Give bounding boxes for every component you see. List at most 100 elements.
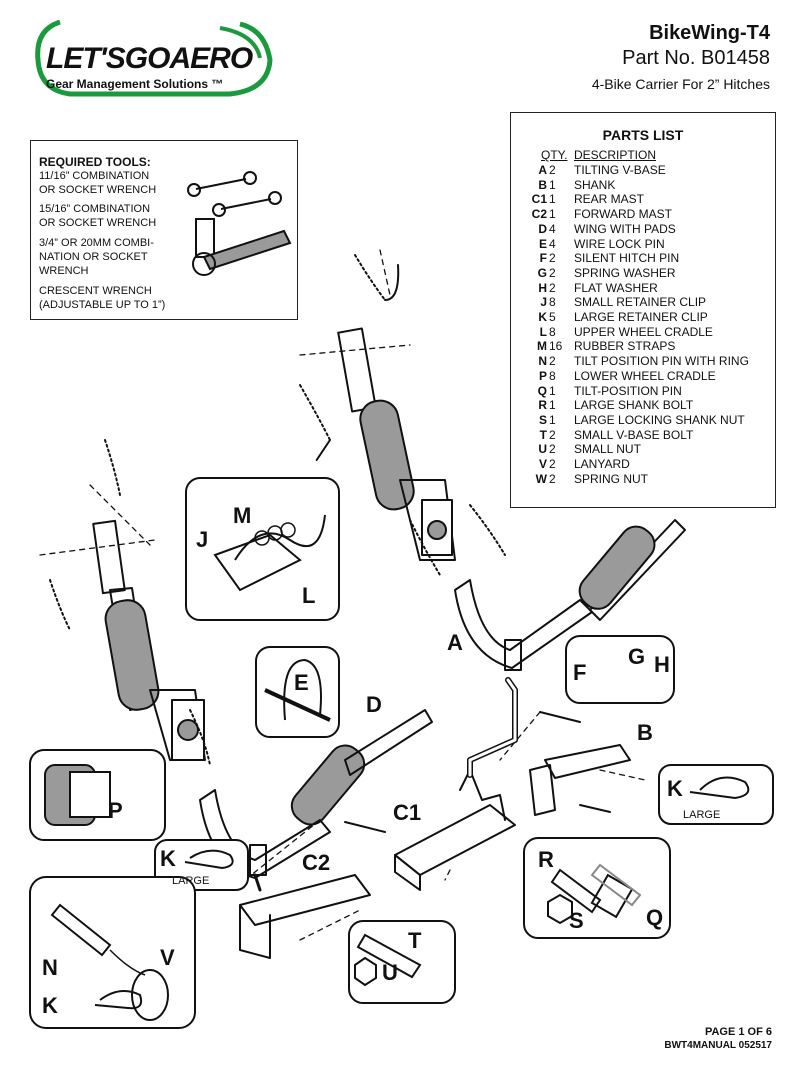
part-qty: 1 xyxy=(549,192,556,207)
part-description: REAR MAST xyxy=(574,192,645,207)
callout-N: N xyxy=(42,955,58,980)
part-letter: C1 xyxy=(531,192,547,207)
callout-A: A xyxy=(447,630,463,655)
callout-G: G xyxy=(628,644,645,669)
part-description: UPPER WHEEL CRADLE xyxy=(574,324,713,339)
callout-K-right: K xyxy=(667,776,683,801)
part-letter: F xyxy=(539,251,547,266)
part-description: LANYARD xyxy=(574,457,630,471)
part-description: TILT-POSITION PIN xyxy=(574,383,682,398)
part-qty: 4 xyxy=(549,221,556,236)
part-letter: S xyxy=(538,412,547,427)
wrench-set-icon xyxy=(187,171,292,276)
part-qty: 1 xyxy=(549,207,556,222)
part-letter: Q xyxy=(537,383,547,398)
part-letter: V xyxy=(538,457,547,471)
tool-line: 3/4” OR 20MM COMBI- xyxy=(39,237,154,249)
tool-line: OR SOCKET WRENCH xyxy=(39,217,157,229)
product-title: BikeWing-T4 xyxy=(649,22,770,44)
callout-K-lower: K xyxy=(42,993,58,1018)
detail-box-lower-cradle xyxy=(29,749,166,841)
part-qty: 1 xyxy=(549,177,556,192)
tool-line: (ADJUSTABLE UP TO 1”) xyxy=(39,299,166,311)
tool-line: OR SOCKET WRENCH xyxy=(39,184,157,196)
part-description: RUBBER STRAPS xyxy=(574,339,676,354)
part-description: LARGE SHANK BOLT xyxy=(574,398,694,413)
part-qty: 8 xyxy=(549,324,556,339)
part-letter: L xyxy=(539,324,547,339)
part-letter: T xyxy=(539,427,547,442)
part-letter: D xyxy=(538,221,547,236)
part-description: LOWER WHEEL CRADLE xyxy=(574,368,716,383)
part-qty: 2 xyxy=(549,457,556,471)
part-letter: K xyxy=(538,310,547,324)
description-header: DESCRIPTION xyxy=(574,148,657,162)
detail-box-hitch-pin xyxy=(565,635,675,704)
part-number: Part No. B01458 xyxy=(622,47,770,69)
part-qty: 2 xyxy=(549,354,556,369)
tool-line: NATION OR SOCKET xyxy=(39,251,148,263)
part-qty: 2 xyxy=(549,442,556,457)
callout-H: H xyxy=(654,652,670,677)
detail-box-vbase-bolt xyxy=(348,920,456,1004)
callout-S: S xyxy=(569,908,584,933)
part-description: FORWARD MAST xyxy=(574,207,672,222)
brand-logo: LET'SGOAERO Gear Management Solutions ™ xyxy=(30,19,276,98)
callout-C1: C1 xyxy=(393,800,421,825)
part-qty: 1 xyxy=(549,398,556,413)
large-label-left: LARGE xyxy=(172,875,209,887)
callout-R: R xyxy=(538,847,554,872)
callout-Q: Q xyxy=(646,905,663,930)
part-letter: W xyxy=(535,471,547,486)
callout-B: B xyxy=(637,720,653,745)
detail-box-tilt-pin xyxy=(29,876,196,1029)
part-qty: 1 xyxy=(549,383,556,398)
detail-box-upper-cradle xyxy=(185,477,340,621)
callout-K-left: K xyxy=(160,846,176,871)
part-letter: P xyxy=(538,368,547,383)
part-letter: H xyxy=(538,280,547,295)
part-description: FLAT WASHER xyxy=(574,280,658,295)
product-subtitle: 4-Bike Carrier For 2” Hitches xyxy=(591,76,770,92)
part-description: SMALL RETAINER CLIP xyxy=(574,295,707,310)
part-letter: R xyxy=(538,398,547,413)
callout-C2: C2 xyxy=(302,850,330,875)
part-description: SPRING WASHER xyxy=(574,265,676,280)
part-description: TILT POSITION PIN WITH RING xyxy=(574,354,749,369)
callout-U: U xyxy=(382,960,398,985)
callout-L: L xyxy=(302,583,315,608)
page-number: PAGE 1 OF 6 xyxy=(704,1026,772,1038)
part-letter: J xyxy=(540,295,547,310)
parts-list-title: PARTS LIST xyxy=(602,127,684,143)
detail-box-shank-bolt xyxy=(523,837,671,939)
part-qty: 2 xyxy=(549,163,556,177)
part-qty: 2 xyxy=(549,280,556,295)
tool-line: WRENCH xyxy=(39,265,89,277)
document-code: BWT4MANUAL 052517 xyxy=(664,1040,772,1051)
part-letter: A xyxy=(538,163,547,177)
detail-box-lock-pin xyxy=(255,646,340,738)
upper-wing-assembly xyxy=(337,327,456,561)
part-description: WIRE LOCK PIN xyxy=(574,236,665,251)
left-wing-assembly xyxy=(92,519,206,761)
part-qty: 1 xyxy=(549,412,556,427)
part-letter: N xyxy=(538,354,547,369)
part-description: TILTING V-BASE xyxy=(574,163,666,177)
part-letter: E xyxy=(538,236,547,251)
callout-M: M xyxy=(233,503,251,528)
part-qty: 2 xyxy=(549,251,556,266)
part-description: SMALL NUT xyxy=(574,442,641,457)
part-letter: G xyxy=(537,265,547,280)
part-description: SHANK xyxy=(574,177,616,192)
part-qty: 5 xyxy=(549,310,556,324)
part-letter: U xyxy=(538,442,547,457)
large-label-right: LARGE xyxy=(683,809,720,821)
part-letter: C2 xyxy=(531,207,547,222)
part-description: SMALL V-BASE BOLT xyxy=(574,427,694,442)
part-description: LARGE RETAINER CLIP xyxy=(574,310,708,324)
callout-P: P xyxy=(108,798,123,823)
callout-J: J xyxy=(196,527,208,552)
tools-title: REQUIRED TOOLS: xyxy=(39,155,151,169)
callout-D: D xyxy=(366,692,382,717)
